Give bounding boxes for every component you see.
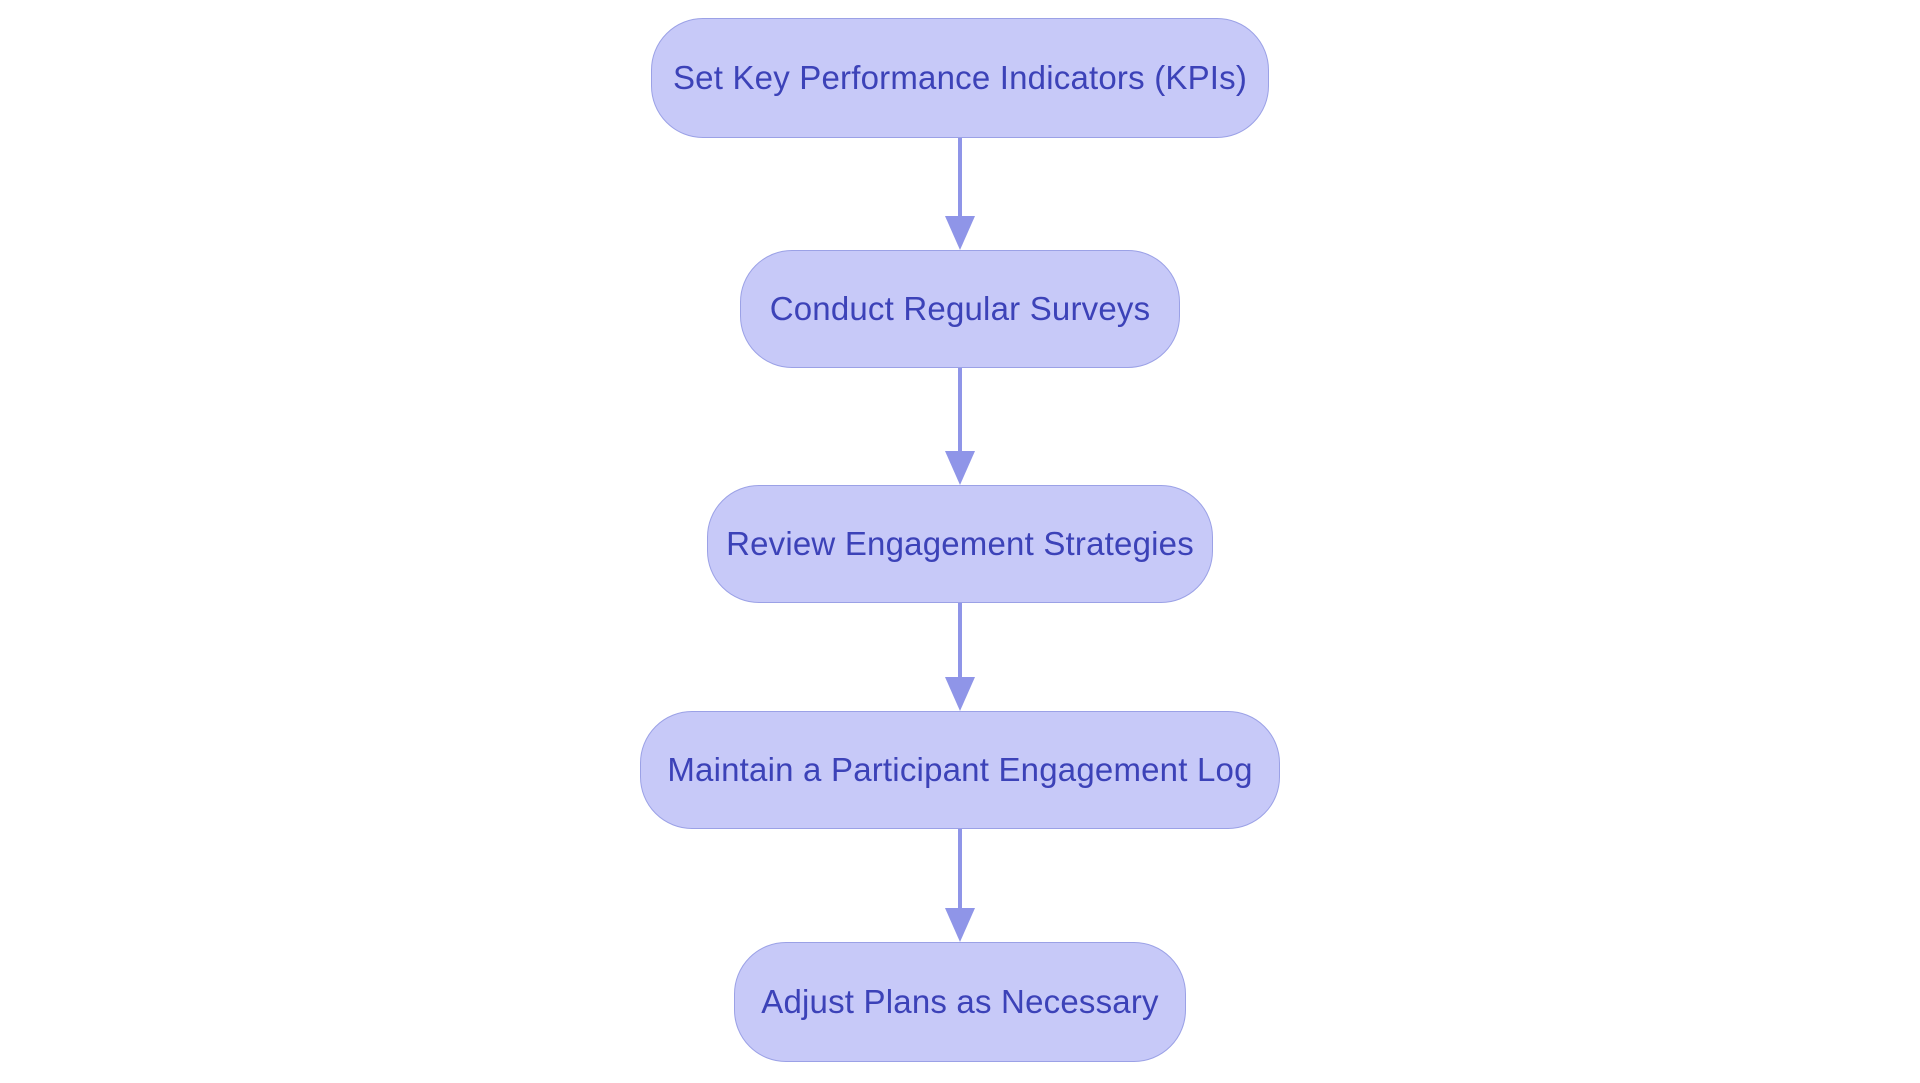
arrow-down-4	[945, 829, 975, 942]
arrowhead-icon	[945, 677, 975, 711]
arrow-down-2	[945, 368, 975, 485]
flow-node-set-kpis: Set Key Performance Indicators (KPIs)	[651, 18, 1269, 138]
flow-node-maintain-log: Maintain a Participant Engagement Log	[640, 711, 1280, 829]
flow-node-conduct-surveys: Conduct Regular Surveys	[740, 250, 1180, 368]
flow-node-adjust-plans: Adjust Plans as Necessary	[734, 942, 1186, 1062]
arrow-down-1	[945, 138, 975, 250]
flow-node-review-strategies: Review Engagement Strategies	[707, 485, 1213, 603]
arrow-shaft	[957, 138, 963, 216]
arrowhead-icon	[945, 908, 975, 942]
arrowhead-icon	[945, 216, 975, 250]
arrowhead-icon	[945, 451, 975, 485]
arrow-shaft	[957, 368, 963, 451]
arrow-shaft	[957, 829, 963, 908]
arrow-down-3	[945, 603, 975, 711]
arrow-shaft	[957, 603, 963, 677]
